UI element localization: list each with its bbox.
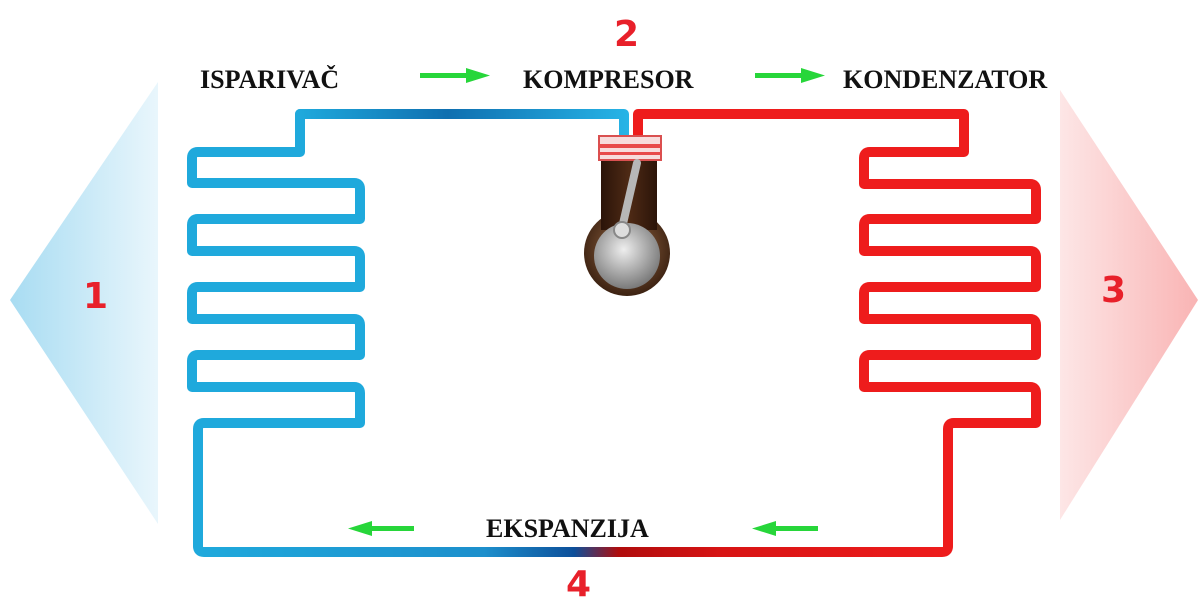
suction-pipe [295,109,629,147]
compressor-icon [584,135,670,296]
condenser-coil [633,109,1041,551]
flow-arrow-bottom-right [752,521,818,536]
expansion-label: EKSPANZIJA [486,514,649,543]
compressor-label: KOMPRESOR [523,65,694,94]
flow-arrow-bottom-left [348,521,414,536]
evaporator-label: ISPARIVAČ [200,65,339,94]
number-4: 4 [566,564,591,598]
number-2: 2 [614,14,639,55]
evaporator-coil [187,109,365,551]
flow-arrow-comp-to-cond [755,68,825,83]
number-1: 1 [83,276,108,317]
hot-side-arrow [1060,90,1198,520]
flow-arrow-evap-to-comp [420,68,490,83]
cold-side-arrow [10,82,158,524]
expansion-pipe [193,541,953,557]
condenser-label: KONDENZATOR [843,65,1047,94]
number-3: 3 [1101,270,1126,311]
